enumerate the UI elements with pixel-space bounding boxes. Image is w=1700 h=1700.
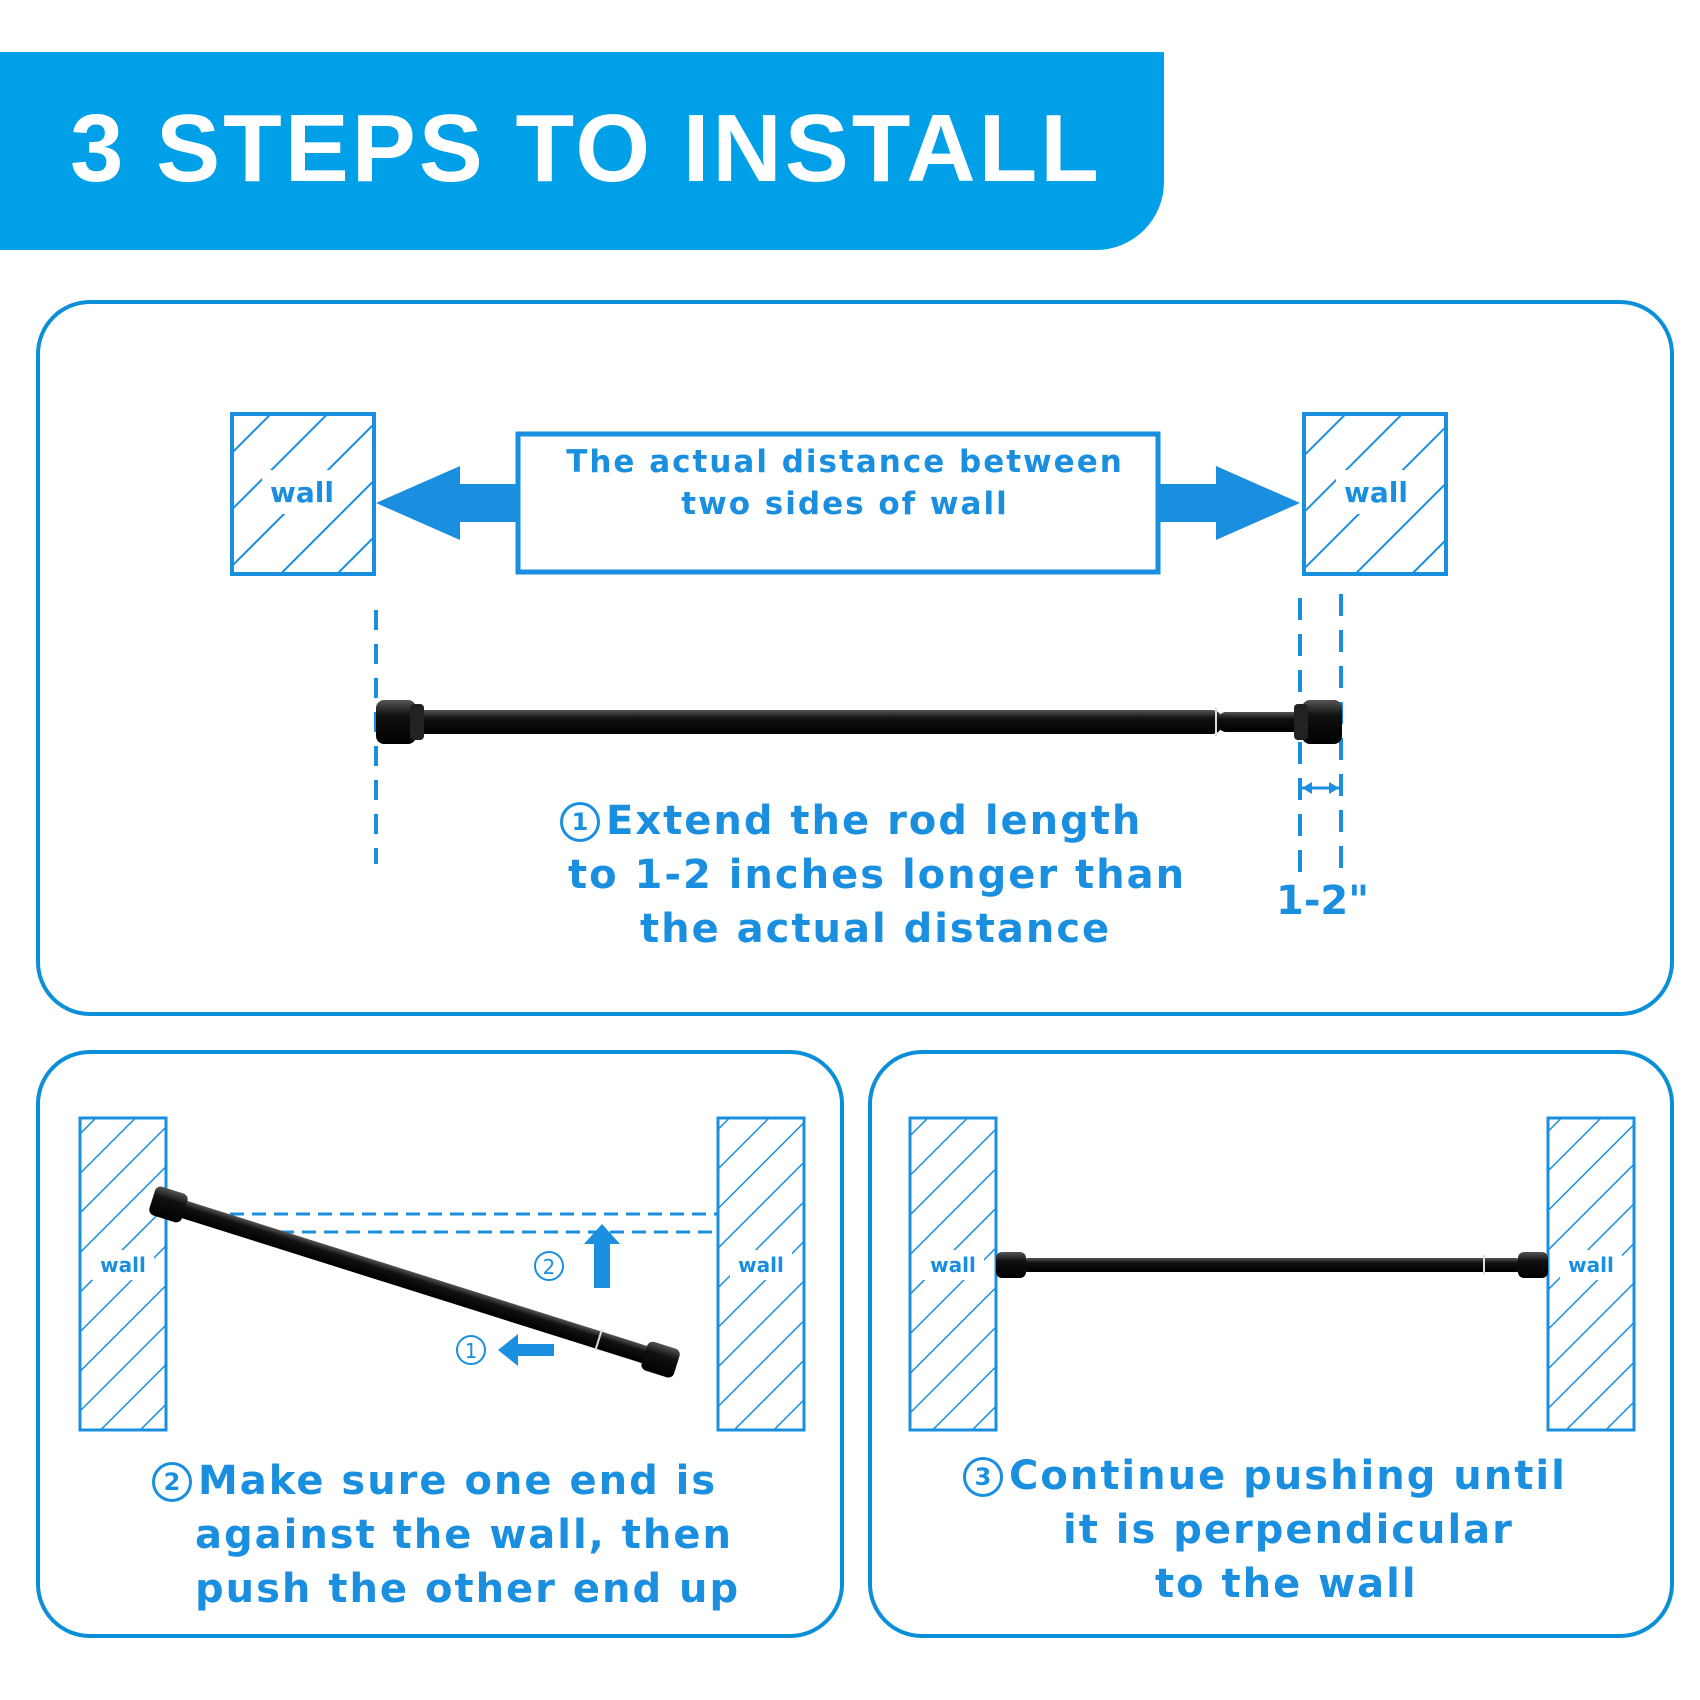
left-arrow: [498, 1334, 554, 1366]
step-3-caption-line-3: to the wall: [1155, 1561, 1418, 1607]
distance-box-text-line-2: two sides of wall: [681, 486, 1009, 522]
step-1-panel: wall wall: [36, 300, 1674, 1016]
step-3-number-badge: 3: [963, 1457, 1003, 1497]
distance-box-text-line-1: The actual distance between: [566, 444, 1124, 480]
marker-2-circle: [534, 1251, 564, 1281]
right-wall: wall: [1546, 1116, 1636, 1432]
step-2-number-badge: 2: [152, 1462, 192, 1502]
left-wall-label: wall: [930, 1253, 976, 1277]
marker-2-label: 2: [543, 1255, 556, 1279]
right-wall: wall: [716, 1116, 806, 1432]
step-3-diagram: wall wall: [908, 1116, 1636, 1432]
right-wall: wall: [1302, 412, 1448, 576]
right-wall-label: wall: [1568, 1253, 1614, 1277]
left-wall: wall: [230, 412, 376, 576]
left-wall: wall: [908, 1116, 998, 1432]
up-arrow: [584, 1224, 620, 1288]
tilted-rod: [149, 1186, 680, 1378]
step-1-caption-line-3: the actual distance: [640, 906, 1112, 952]
marker-1-circle: [456, 1335, 486, 1365]
distance-box: [515, 431, 1161, 575]
marker-1-label: 1: [465, 1339, 478, 1363]
left-wall-label: wall: [100, 1253, 146, 1277]
horizontal-rod: [996, 1252, 1548, 1278]
right-wall-label: wall: [738, 1253, 784, 1277]
dimension-label: 1-2": [1276, 878, 1370, 924]
page-title: 3 STEPS TO INSTALL: [70, 95, 1102, 202]
left-wall-label: wall: [270, 476, 334, 509]
step-2-caption-line-2: against the wall, then: [195, 1512, 734, 1558]
step-1-caption-line-2: to 1-2 inches longer than: [568, 852, 1187, 898]
step-2-diagram: wall wall 2 1: [78, 1116, 806, 1432]
step-1-diagram: wall wall: [230, 412, 1448, 874]
step-3-caption-line-2: it is perpendicular: [1063, 1507, 1514, 1553]
step-1-number-badge: 1: [560, 802, 600, 842]
left-arrow: [376, 466, 518, 540]
extended-rod: [376, 700, 1342, 744]
right-arrow: [1158, 466, 1300, 540]
left-wall: wall: [78, 1116, 168, 1432]
right-wall-label: wall: [1344, 476, 1408, 509]
distance-box-text: The actual distance between two sides of…: [520, 441, 1170, 525]
header-banner: 3 STEPS TO INSTALL: [0, 52, 1164, 250]
dimension-arrow: [1302, 782, 1339, 794]
step-2-caption-line-3: push the other end up: [195, 1566, 741, 1612]
